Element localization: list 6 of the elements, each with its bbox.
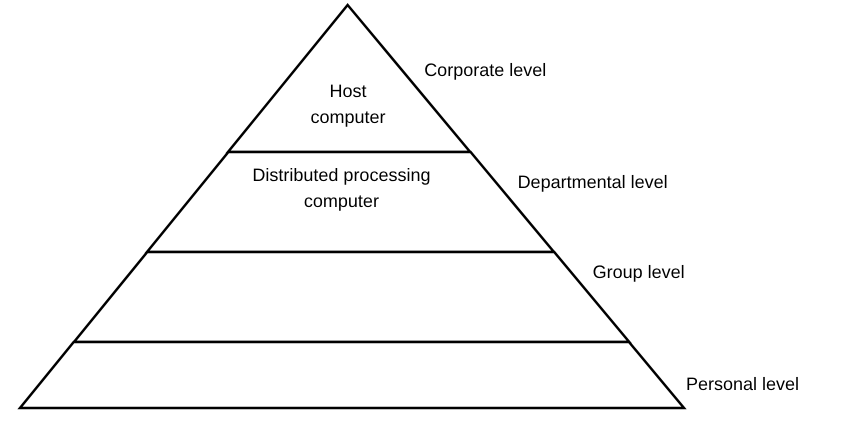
level-label: Group level: [592, 261, 685, 284]
level-label: Corporate level: [424, 59, 546, 82]
level-text: Host computer: [309, 80, 386, 129]
level-label: Departmental level: [518, 171, 668, 194]
level-label: Personal level: [686, 373, 800, 396]
level-text: Distributed processing computer: [251, 164, 432, 213]
